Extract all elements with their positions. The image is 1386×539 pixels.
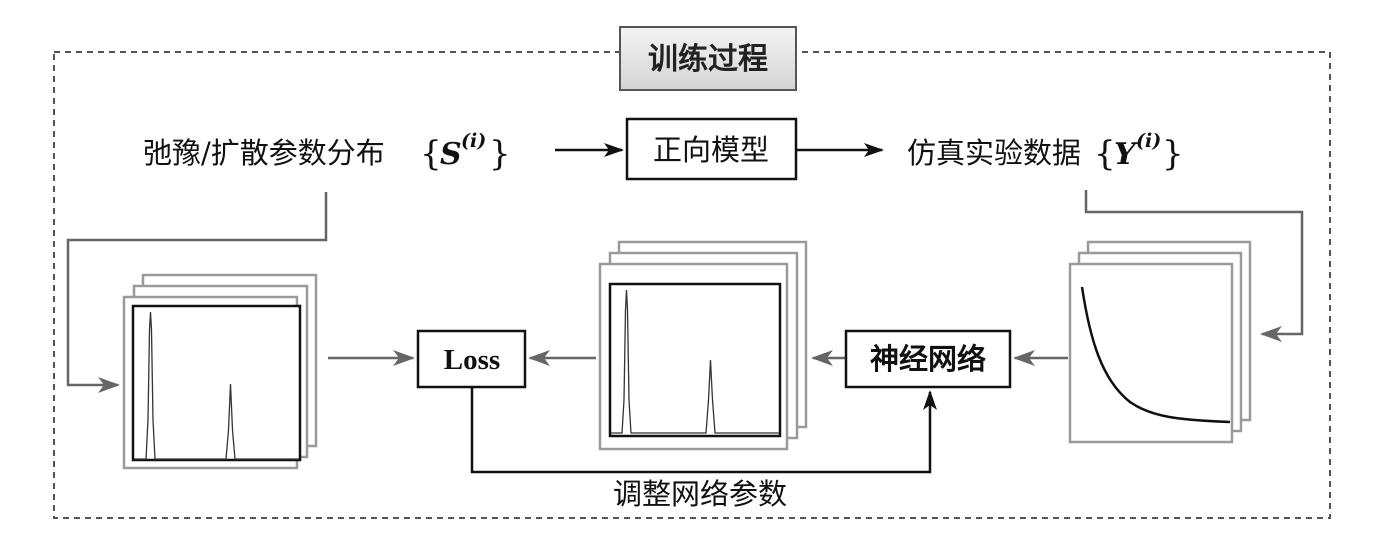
adjust-params-label: 调整网络参数 [613,477,787,511]
feedback-loop-arrow [470,387,937,474]
output-brace-open: { [1094,134,1116,174]
ground-truth-spectrum-curve [134,311,299,460]
input-symbol: S [440,137,462,172]
ground-truth-spectra-stack [122,273,318,470]
title-box [619,26,797,91]
input-superscript: (i) [461,130,486,152]
predicted-spectrum-curve [611,289,779,434]
loss-label: Loss [444,344,500,376]
input-brace-close: } [489,134,511,174]
title-text: 训练过程 [648,42,768,77]
loss-box [416,329,527,389]
neural-network-box [844,329,1012,389]
connector-output-to-decay [1084,190,1304,342]
neural-network-label: 神经网络 [870,342,986,376]
output-brace-close: } [1162,134,1184,174]
output-label: 仿真实验数据 [907,136,1081,170]
simulated-decay-stack [1068,240,1252,444]
output-superscript: (i) [1136,130,1161,152]
forward-model-label: 正向模型 [653,133,769,167]
decay-curve [1080,286,1231,424]
connector-input-to-spectra [66,192,328,393]
input-label: 弛豫/扩散参数分布 [143,136,385,170]
output-symbol: Y [1114,137,1138,172]
predicted-spectra-stack [598,240,808,451]
input-brace-open: { [420,134,442,174]
